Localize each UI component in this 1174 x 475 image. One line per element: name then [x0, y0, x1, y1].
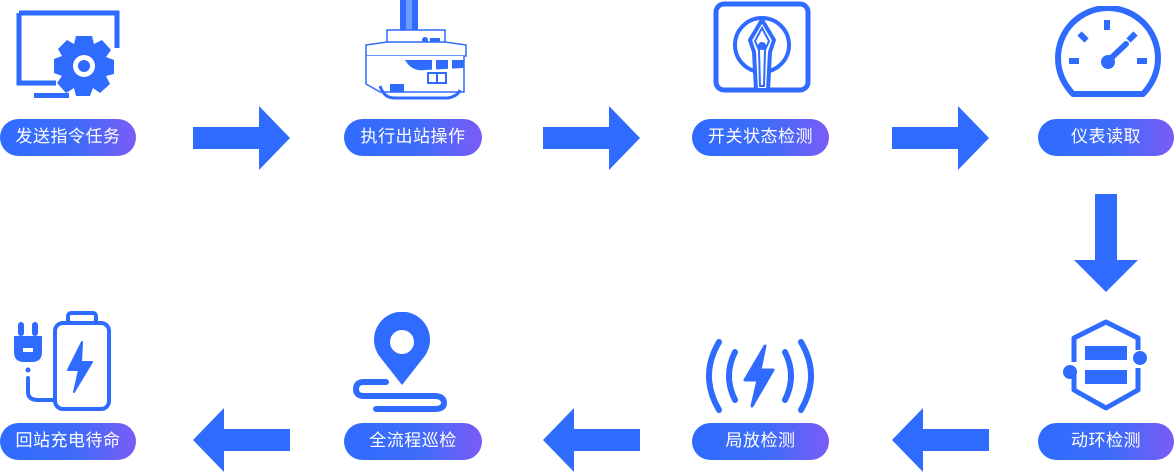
gauge-icon [1055, 6, 1161, 97]
step-label: 动环检测 [1038, 423, 1174, 460]
inspection-robot-icon [365, 0, 467, 100]
step-label: 局放检测 [692, 423, 829, 460]
arrow-right-icon [543, 106, 640, 170]
arrow-left-icon [543, 408, 640, 472]
arrow-down-icon [1074, 194, 1138, 292]
step-label: 全流程巡检 [344, 423, 482, 460]
step-label: 执行出站操作 [344, 119, 482, 156]
step-label: 开关状态检测 [692, 119, 829, 156]
battery-charging-icon [14, 311, 111, 411]
step-label: 仪表读取 [1038, 119, 1174, 156]
location-route-icon [353, 312, 447, 412]
arrow-left-icon [193, 408, 290, 472]
arrow-right-icon [892, 106, 989, 170]
hexagon-circuit-icon [1063, 319, 1147, 411]
partial-discharge-icon [706, 339, 814, 413]
rotary-switch-icon [713, 1, 811, 93]
monitor-gear-icon [16, 10, 120, 98]
arrow-right-icon [193, 106, 290, 170]
arrow-left-icon [892, 408, 989, 472]
step-label: 发送指令任务 [0, 119, 136, 156]
step-label: 回站充电待命 [0, 423, 136, 460]
